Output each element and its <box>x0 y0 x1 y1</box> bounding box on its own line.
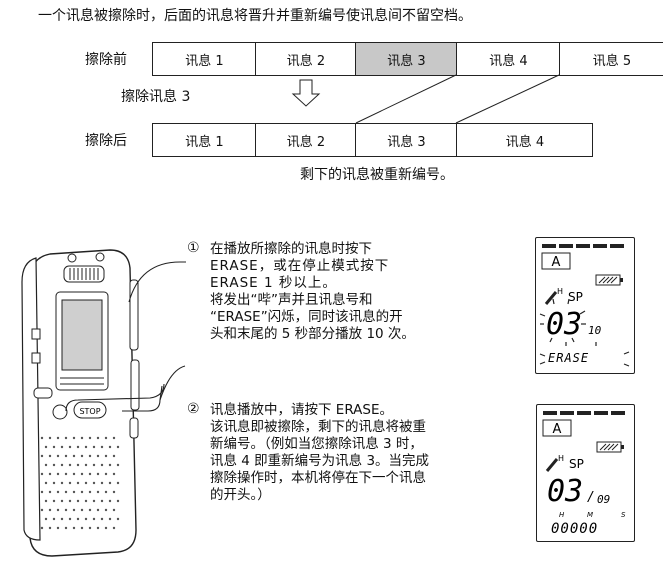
lcd-display-erase: A H SP 03 10 ERASE <box>535 237 635 374</box>
step-text-line: ERASE 1 秒以上。 <box>210 275 337 291</box>
step-text-line: ERASE，或在停止模式按下 <box>210 258 390 274</box>
message-cell-erased: 讯息 3 <box>355 43 457 75</box>
hour-unit: H <box>559 511 565 519</box>
message-cell: 讯息 3 <box>355 124 457 156</box>
total-messages: 10 <box>588 324 602 337</box>
message-cell: 讯息 5 <box>559 43 663 75</box>
step-text-line: 的开头。） <box>210 487 271 503</box>
lcd-graphic: A H SP 03 / 09 H M S 00000 <box>542 411 626 537</box>
step-text-line: 头和末尾的 5 秒部分播放 10 次。 <box>210 326 415 342</box>
step-text-line: 在播放所擦除的讯息时按下 <box>210 241 372 257</box>
h-indicator: H <box>558 454 564 463</box>
lcd-graphic: A H SP 03 10 ERASE <box>539 244 630 367</box>
mode-indicator: SP <box>568 290 583 304</box>
svg-text:/: / <box>587 490 595 505</box>
step-1-number: ① <box>187 240 200 256</box>
message-number: 03 <box>546 307 582 342</box>
stop-button-label: STOP <box>79 407 100 416</box>
erase-label: 擦除讯息 3 <box>121 89 191 105</box>
elapsed-time: 00000 <box>551 521 598 537</box>
shift-lines <box>291 74 560 124</box>
message-cell: 讯息 1 <box>152 124 256 156</box>
step-text-line: 讯息播放中，请按下 ERASE。 <box>210 402 393 418</box>
message-cell: 讯息 2 <box>255 124 356 156</box>
diagram-caption: 剩下的讯息被重新编号。 <box>300 167 454 183</box>
recorder-illustration: STOP <box>21 249 140 557</box>
step-2-number: ② <box>187 401 200 417</box>
message-cell: 讯息 1 <box>152 43 256 75</box>
folder-indicator: A <box>553 422 562 437</box>
h-indicator: H <box>557 287 563 296</box>
message-cell: 讯息 4 <box>456 43 560 75</box>
minute-unit: M <box>587 511 593 519</box>
after-label: 擦除后 <box>85 133 127 149</box>
after-row: 讯息 1 讯息 2 讯息 3 讯息 4 <box>152 123 593 157</box>
message-number: 03 <box>547 474 583 509</box>
step-2-text: 讯息播放中，请按下 ERASE。 该讯息即被擦除，剩下的讯息将被重 新编号。（例… <box>210 402 429 504</box>
message-cell: 讯息 2 <box>255 43 356 75</box>
mode-indicator: SP <box>569 457 584 471</box>
second-unit: S <box>621 511 626 519</box>
erase-indicator: ERASE <box>548 351 589 365</box>
step-text-line: 该讯息即被擦除，剩下的讯息将被重 <box>210 419 426 435</box>
folder-indicator: A <box>552 255 561 270</box>
lcd-display-renumbered: A H SP 03 / 09 H M S 00000 <box>536 404 635 542</box>
intro-text: 一个讯息被擦除时，后面的讯息将晋升并重新编号使讯息间不留空档。 <box>38 8 472 24</box>
step-text-line: 讯息 4 即重新编号为讯息 3。当完成 <box>210 453 430 469</box>
total-messages: 09 <box>597 493 610 506</box>
step-text-line: 将发出“哔”声并且讯息号和 <box>210 292 373 308</box>
step-text-line: “ERASE”闪烁，同时该讯息的开 <box>210 309 403 325</box>
down-arrow-icon <box>291 79 321 107</box>
message-cell: 讯息 4 <box>456 124 593 156</box>
before-label: 擦除前 <box>85 52 127 68</box>
step-text-line: 擦除操作时，本机将停在下一个讯息 <box>210 470 426 486</box>
step-text-line: 新编号。（例如当您擦除讯息 3 时， <box>210 436 423 452</box>
step-1-text: 在播放所擦除的讯息时按下 ERASE，或在停止模式按下 ERASE 1 秒以上。… <box>210 241 415 343</box>
before-row: 讯息 1 讯息 2 讯息 3 讯息 4 讯息 5 <box>152 42 663 76</box>
